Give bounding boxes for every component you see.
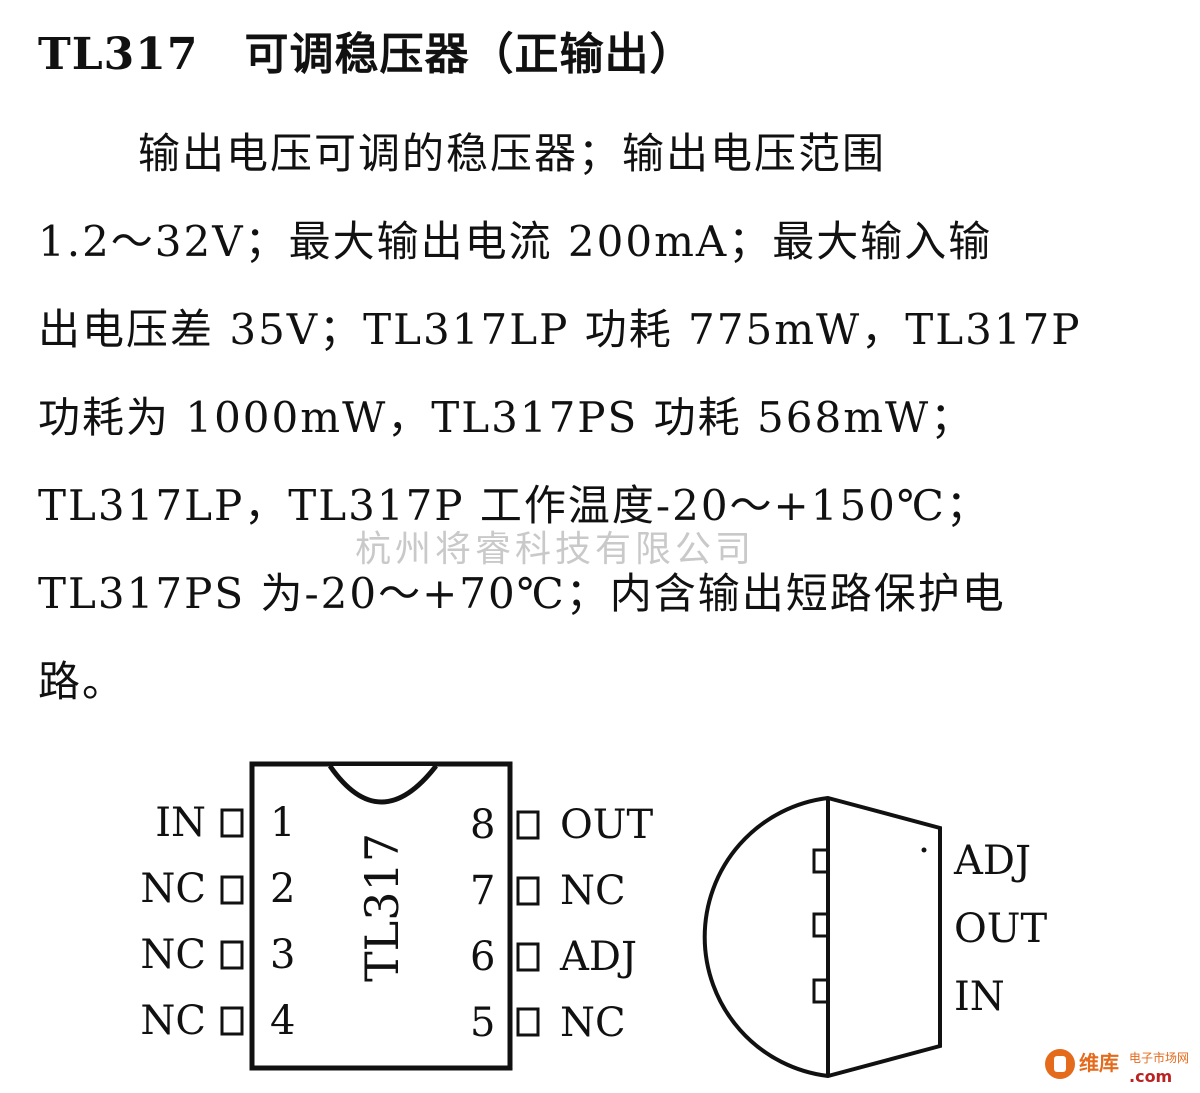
dip8-pin-label: NC — [140, 932, 206, 978]
to92-pin-label: IN — [954, 974, 1005, 1020]
dip8-pin-pad — [516, 942, 540, 972]
logo-domain: .com — [1129, 1067, 1173, 1086]
dip8-pin-pad — [516, 1007, 540, 1037]
logo-subtext: 电子市场网 — [1129, 1051, 1190, 1065]
watermark: 杭州将睿科技有限公司 — [355, 529, 756, 570]
site-logo: 维库 电子市场网 .com — [1045, 1045, 1195, 1089]
to92-pin-pad — [812, 848, 830, 874]
dip8-pin-number: 6 — [470, 934, 495, 980]
description-line: 功耗为 1000mW，TL317PS 功耗 568mW； — [38, 393, 975, 442]
dip8-pin-label: NC — [560, 868, 626, 914]
dip8-package: IN NC NC NC 1 2 3 4 8 7 6 5 OUT NC ADJ N… — [140, 761, 654, 1071]
dip8-pin-label: NC — [140, 866, 206, 912]
dip8-pin-number: 2 — [270, 866, 295, 912]
dip8-pin-label: NC — [560, 1000, 626, 1046]
to92-pin1-dot — [921, 847, 927, 853]
description: 输出电压可调的稳压器；输出电压范围 1.2～32V；最大输出电流 200mA；最… — [38, 110, 1150, 726]
dip8-pin-number: 4 — [270, 998, 295, 1044]
title-part-name: 可调稳压器（正输出） — [244, 29, 695, 80]
description-line: TL317LP，TL317P 工作温度-20～+150℃； — [38, 481, 990, 530]
to92-pin-label: OUT — [954, 906, 1048, 952]
description-line: TL317PS 为-20～+70℃；内含输出短路保护电 — [38, 569, 1006, 618]
dip8-pin-label: ADJ — [559, 934, 637, 980]
description-line: 路。 — [38, 657, 127, 706]
to92-package: ADJ OUT IN — [702, 795, 1048, 1079]
pinout-svg: IN NC NC NC 1 2 3 4 8 7 6 5 OUT NC ADJ N… — [140, 761, 1048, 1079]
dip8-pin-number: 1 — [270, 800, 295, 846]
description-line: 输出电压可调的稳压器；输出电压范围 — [138, 129, 887, 178]
dip8-pin-number: 3 — [270, 932, 295, 978]
dip8-pin-pad — [516, 810, 540, 840]
dip8-pin-label: IN — [155, 800, 206, 846]
title-part-number: TL317 — [38, 29, 199, 80]
dip8-pin-number: 8 — [470, 802, 495, 848]
page-title: TL317 可调稳压器（正输出） — [38, 18, 695, 82]
logo-icon — [1045, 1049, 1075, 1079]
logo-text: 维库 — [1079, 1051, 1119, 1075]
dip8-pin-pad — [220, 1006, 244, 1036]
description-line: 1.2～32V；最大输出电流 200mA；最大输入输 — [38, 217, 993, 266]
dip8-notch — [327, 764, 438, 805]
dip8-pin-pad — [516, 876, 540, 906]
dip8-pin-number: 7 — [470, 868, 495, 914]
to92-body — [702, 795, 942, 1079]
dip8-pin-label: NC — [140, 998, 206, 1044]
to92-pin-pad — [812, 912, 830, 938]
dip8-pin-pad — [220, 940, 244, 970]
to92-pin-label: ADJ — [953, 838, 1031, 884]
dip8-pin-pad — [220, 808, 244, 838]
dip8-pin-pad — [220, 875, 244, 905]
dip8-pin-number: 5 — [470, 1000, 495, 1046]
dip8-pin-label: OUT — [560, 802, 654, 848]
pinout-diagrams: IN NC NC NC 1 2 3 4 8 7 6 5 OUT NC ADJ N… — [0, 750, 1200, 1093]
to92-pin-pad — [812, 978, 830, 1004]
description-line: 出电压差 35V；TL317LP 功耗 775mW，TL317P — [38, 305, 1082, 354]
dip8-part-label: TL317 — [355, 833, 409, 982]
dip8-body — [249, 761, 513, 1071]
